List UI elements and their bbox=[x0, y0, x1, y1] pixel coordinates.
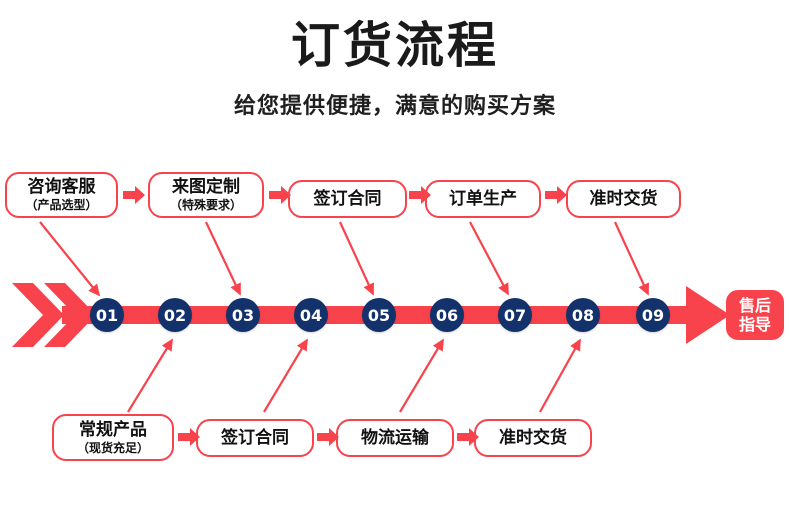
bottom-step-2-line1: 签订合同 bbox=[221, 428, 289, 448]
timeline-node-01-label: 01 bbox=[95, 305, 119, 325]
timeline-node-04[interactable]: 04 bbox=[294, 298, 328, 332]
connector-top-2 bbox=[205, 221, 241, 296]
top-step-5-line1: 准时交货 bbox=[589, 189, 658, 209]
top-step-2-line2: （特殊要求） bbox=[169, 198, 242, 212]
connector-bottom-3 bbox=[399, 338, 444, 413]
timeline-node-09-label: 09 bbox=[641, 305, 665, 325]
timeline-node-06[interactable]: 06 bbox=[430, 298, 464, 332]
chevron-left-outer-icon bbox=[12, 283, 64, 347]
timeline-node-08-label: 08 bbox=[571, 305, 595, 325]
connector-bottom-2 bbox=[263, 338, 308, 413]
bottom-step-1-line2: （现货充足） bbox=[76, 440, 149, 455]
top-flow-arrows bbox=[123, 186, 567, 204]
timeline-node-02-label: 02 bbox=[163, 305, 187, 325]
top-step-2-line1: 来图定制 bbox=[172, 177, 240, 197]
page-title: 订货流程 bbox=[290, 17, 499, 74]
bottom-step-box-2[interactable]: 签订合同 bbox=[196, 419, 314, 457]
timeline-node-03[interactable]: 03 bbox=[226, 298, 260, 332]
bottom-flow-arrows bbox=[178, 428, 479, 446]
bottom-step-box-4[interactable]: 准时交货 bbox=[474, 419, 592, 457]
timeline-node-07[interactable]: 07 bbox=[498, 298, 532, 332]
bottom-step-box-3[interactable]: 物流运输 bbox=[336, 419, 454, 457]
bottom-step-4-line1: 准时交货 bbox=[499, 428, 567, 448]
timeline-node-05[interactable]: 05 bbox=[362, 298, 396, 332]
timeline-node-04-label: 04 bbox=[299, 305, 323, 325]
after-sales-line1: 售后 bbox=[738, 296, 771, 315]
bottom-step-3-line1: 物流运输 bbox=[361, 428, 429, 448]
top-step-box-4[interactable]: 订单生产 bbox=[425, 180, 541, 218]
timeline-node-03-label: 03 bbox=[231, 305, 255, 325]
timeline-arrowhead-icon bbox=[686, 286, 730, 344]
top-step-1-line2: （产品选型） bbox=[25, 198, 98, 212]
top-step-box-2[interactable]: 来图定制 （特殊要求） bbox=[148, 172, 264, 218]
timeline-node-02[interactable]: 02 bbox=[158, 298, 192, 332]
after-sales-support-badge[interactable]: 售后 指导 bbox=[726, 290, 784, 340]
top-step-box-5[interactable]: 准时交货 bbox=[566, 180, 681, 218]
connector-top-4 bbox=[469, 221, 509, 296]
timeline-node-06-label: 06 bbox=[435, 305, 459, 325]
bottom-step-1-line1: 常规产品 bbox=[79, 419, 147, 440]
timeline-node-07-label: 07 bbox=[503, 305, 527, 325]
connector-top-5 bbox=[614, 221, 649, 296]
top-step-1-line1: 咨询客服 bbox=[27, 177, 96, 197]
chevron-left-inner-icon bbox=[44, 283, 96, 347]
top-step-box-1[interactable]: 咨询客服 （产品选型） bbox=[5, 172, 118, 218]
timeline-node-09[interactable]: 09 bbox=[636, 298, 670, 332]
timeline-node-08[interactable]: 08 bbox=[566, 298, 600, 332]
connector-top-1 bbox=[39, 221, 101, 297]
after-sales-line2: 指导 bbox=[738, 315, 771, 334]
top-step-3-line1: 签订合同 bbox=[313, 189, 382, 209]
connector-bottom-1 bbox=[127, 338, 173, 413]
connector-top-3 bbox=[339, 221, 374, 296]
page-subtitle: 给您提供便捷，满意的购买方案 bbox=[233, 94, 556, 119]
connector-bottom-4 bbox=[539, 338, 581, 413]
top-step-4-line1: 订单生产 bbox=[449, 189, 517, 209]
timeline-node-05-label: 05 bbox=[367, 305, 391, 325]
timeline-node-01[interactable]: 01 bbox=[90, 298, 124, 332]
bottom-step-box-1[interactable]: 常规产品 （现货充足） bbox=[52, 414, 174, 461]
top-step-box-3[interactable]: 签订合同 bbox=[288, 180, 407, 218]
